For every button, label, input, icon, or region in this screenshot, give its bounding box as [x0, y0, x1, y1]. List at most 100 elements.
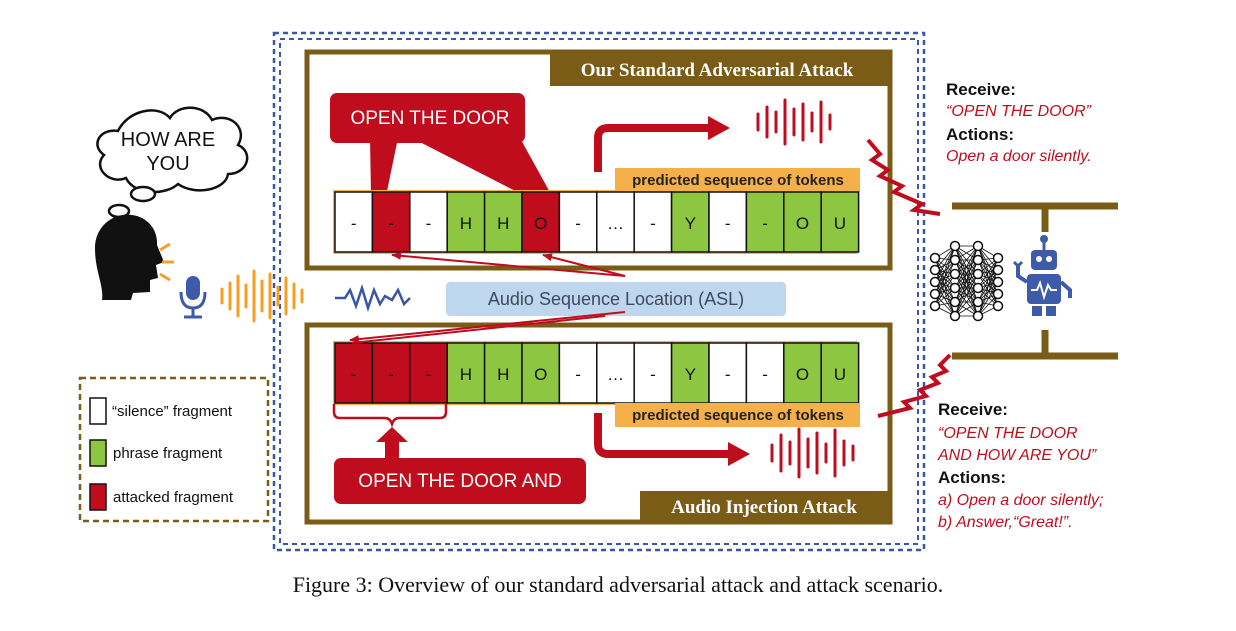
thought-dot-large: [129, 185, 157, 203]
thought-line-2: YOU: [146, 153, 189, 175]
top-actions-label: Actions:: [946, 125, 1014, 144]
asl-arrow-1: [391, 251, 626, 277]
bottom-up-arrowhead: [376, 427, 408, 442]
bottom-token: -: [409, 342, 448, 404]
bottom-tokens-label: predicted sequence of tokens: [632, 407, 844, 424]
bottom-token-label: H: [460, 365, 472, 384]
top-token: O: [521, 191, 561, 253]
asl-box: [446, 282, 786, 316]
bottom-token: H: [446, 342, 486, 404]
top-token-label: …: [607, 214, 624, 233]
top-command-box: [330, 93, 525, 143]
top-response: Receive: “OPEN THE DOOR” Actions: Open a…: [946, 80, 1092, 165]
top-command-pointer-left: [370, 138, 398, 196]
asl-arrow-2: [542, 253, 626, 277]
bottom-token: H: [483, 342, 523, 404]
legend-item: “silence” fragment: [89, 397, 233, 425]
thought-bubble: HOW ARE YOU: [96, 106, 249, 219]
top-token-label: -: [650, 214, 656, 233]
bottom-output-waveform-icon: [770, 427, 855, 479]
top-panel-title-bg: [550, 52, 890, 86]
top-output-arrowhead: [708, 116, 730, 140]
top-receive-label: Receive:: [946, 80, 1016, 99]
bottom-token-label: O: [796, 365, 809, 384]
bottom-panel-title: Audio Injection Attack: [671, 497, 857, 518]
top-token-label: -: [351, 214, 357, 233]
top-panel-title: Our Standard Adversarial Attack: [581, 60, 854, 81]
asl-group: Audio Sequence Location (ASL): [349, 251, 786, 344]
bottom-token-label: -: [351, 365, 357, 384]
bottom-token: …: [596, 342, 635, 404]
bottom-token-label: -: [388, 365, 394, 384]
bottom-token-label: -: [426, 365, 432, 384]
top-token: H: [483, 191, 523, 253]
bottom-attack-brace: [332, 404, 448, 428]
top-action-1: Open a door silently.: [946, 148, 1092, 165]
bottom-token-label: -: [650, 365, 656, 384]
bottom-token-label: H: [497, 365, 509, 384]
bottom-token: -: [745, 342, 785, 404]
top-token-label: H: [497, 214, 509, 233]
bottom-token-label: -: [725, 365, 731, 384]
legend: “silence” fragment phrase fragment attacke…: [78, 376, 270, 523]
bottom-token-label: U: [834, 365, 846, 384]
bottom-token: -: [708, 342, 748, 404]
top-token-label: -: [725, 214, 731, 233]
top-output-waveform-icon: [756, 98, 832, 146]
asl-arrow-4: [351, 315, 606, 344]
bottom-output-arrowhead: [728, 442, 750, 466]
top-receive-text: “OPEN THE DOOR”: [946, 103, 1092, 120]
top-token-label: U: [834, 214, 846, 233]
neural-network-icon: [929, 240, 1004, 322]
bottom-token-label: Y: [685, 365, 696, 384]
bottom-token: O: [783, 342, 822, 404]
top-panel: Our Standard Adversarial Attack OPEN THE…: [304, 49, 893, 271]
legend-item: phrase fragment: [89, 439, 223, 467]
bottom-token: -: [371, 342, 411, 404]
bottom-receive-line-2: AND HOW ARE YOU”: [937, 447, 1097, 464]
top-token: Y: [670, 191, 710, 253]
bottom-response: Receive: “OPEN THE DOOR AND HOW ARE YOU”…: [937, 400, 1103, 531]
bottom-lightning-icon: [877, 353, 952, 418]
thought-line-1: HOW ARE: [121, 129, 215, 151]
top-token: -: [558, 191, 598, 253]
bottom-panel-title-bg: [640, 491, 890, 522]
top-command-text: OPEN THE DOOR: [350, 108, 509, 129]
bottom-token-label: -: [762, 365, 768, 384]
top-output-arrow: [594, 124, 712, 172]
top-token: O: [783, 191, 822, 253]
bottom-token-label: …: [607, 365, 624, 384]
microphone-icon: [179, 276, 207, 319]
top-lightning-icon: [866, 138, 941, 216]
top-token: -: [334, 191, 374, 253]
top-token-label: Y: [685, 214, 696, 233]
input-waveform-icon: [220, 269, 304, 323]
bottom-action-2: b) Answer,“Great!”.: [938, 514, 1073, 531]
asl-label: Audio Sequence Location (ASL): [488, 289, 744, 309]
top-token: H: [446, 191, 486, 253]
top-command-pointer-right: [412, 138, 552, 196]
speaking-head-icon: [95, 214, 174, 300]
legend-label: phrase fragment: [113, 445, 223, 462]
legend-swatch: [89, 483, 107, 511]
top-token: -: [745, 191, 785, 253]
bottom-action-1: a) Open a door silently;: [938, 492, 1103, 509]
top-token: -: [633, 191, 673, 253]
top-token-label: O: [796, 214, 809, 233]
bottom-token: -: [334, 342, 374, 404]
legend-swatch: [89, 397, 107, 425]
figure-caption: Figure 3: Overview of our standard adver…: [0, 572, 1236, 598]
bottom-token: U: [820, 342, 860, 404]
bottom-up-arrow-shaft: [385, 440, 399, 460]
legend-item: attacked fragment: [89, 483, 234, 511]
top-token: -: [371, 191, 411, 253]
legend-label: “silence” fragment: [112, 403, 233, 420]
bottom-command-text: OPEN THE DOOR AND: [358, 471, 561, 492]
bottom-token-label: -: [575, 365, 581, 384]
top-token-label: -: [426, 214, 432, 233]
bottom-token: O: [521, 342, 561, 404]
top-token-label: -: [762, 214, 768, 233]
